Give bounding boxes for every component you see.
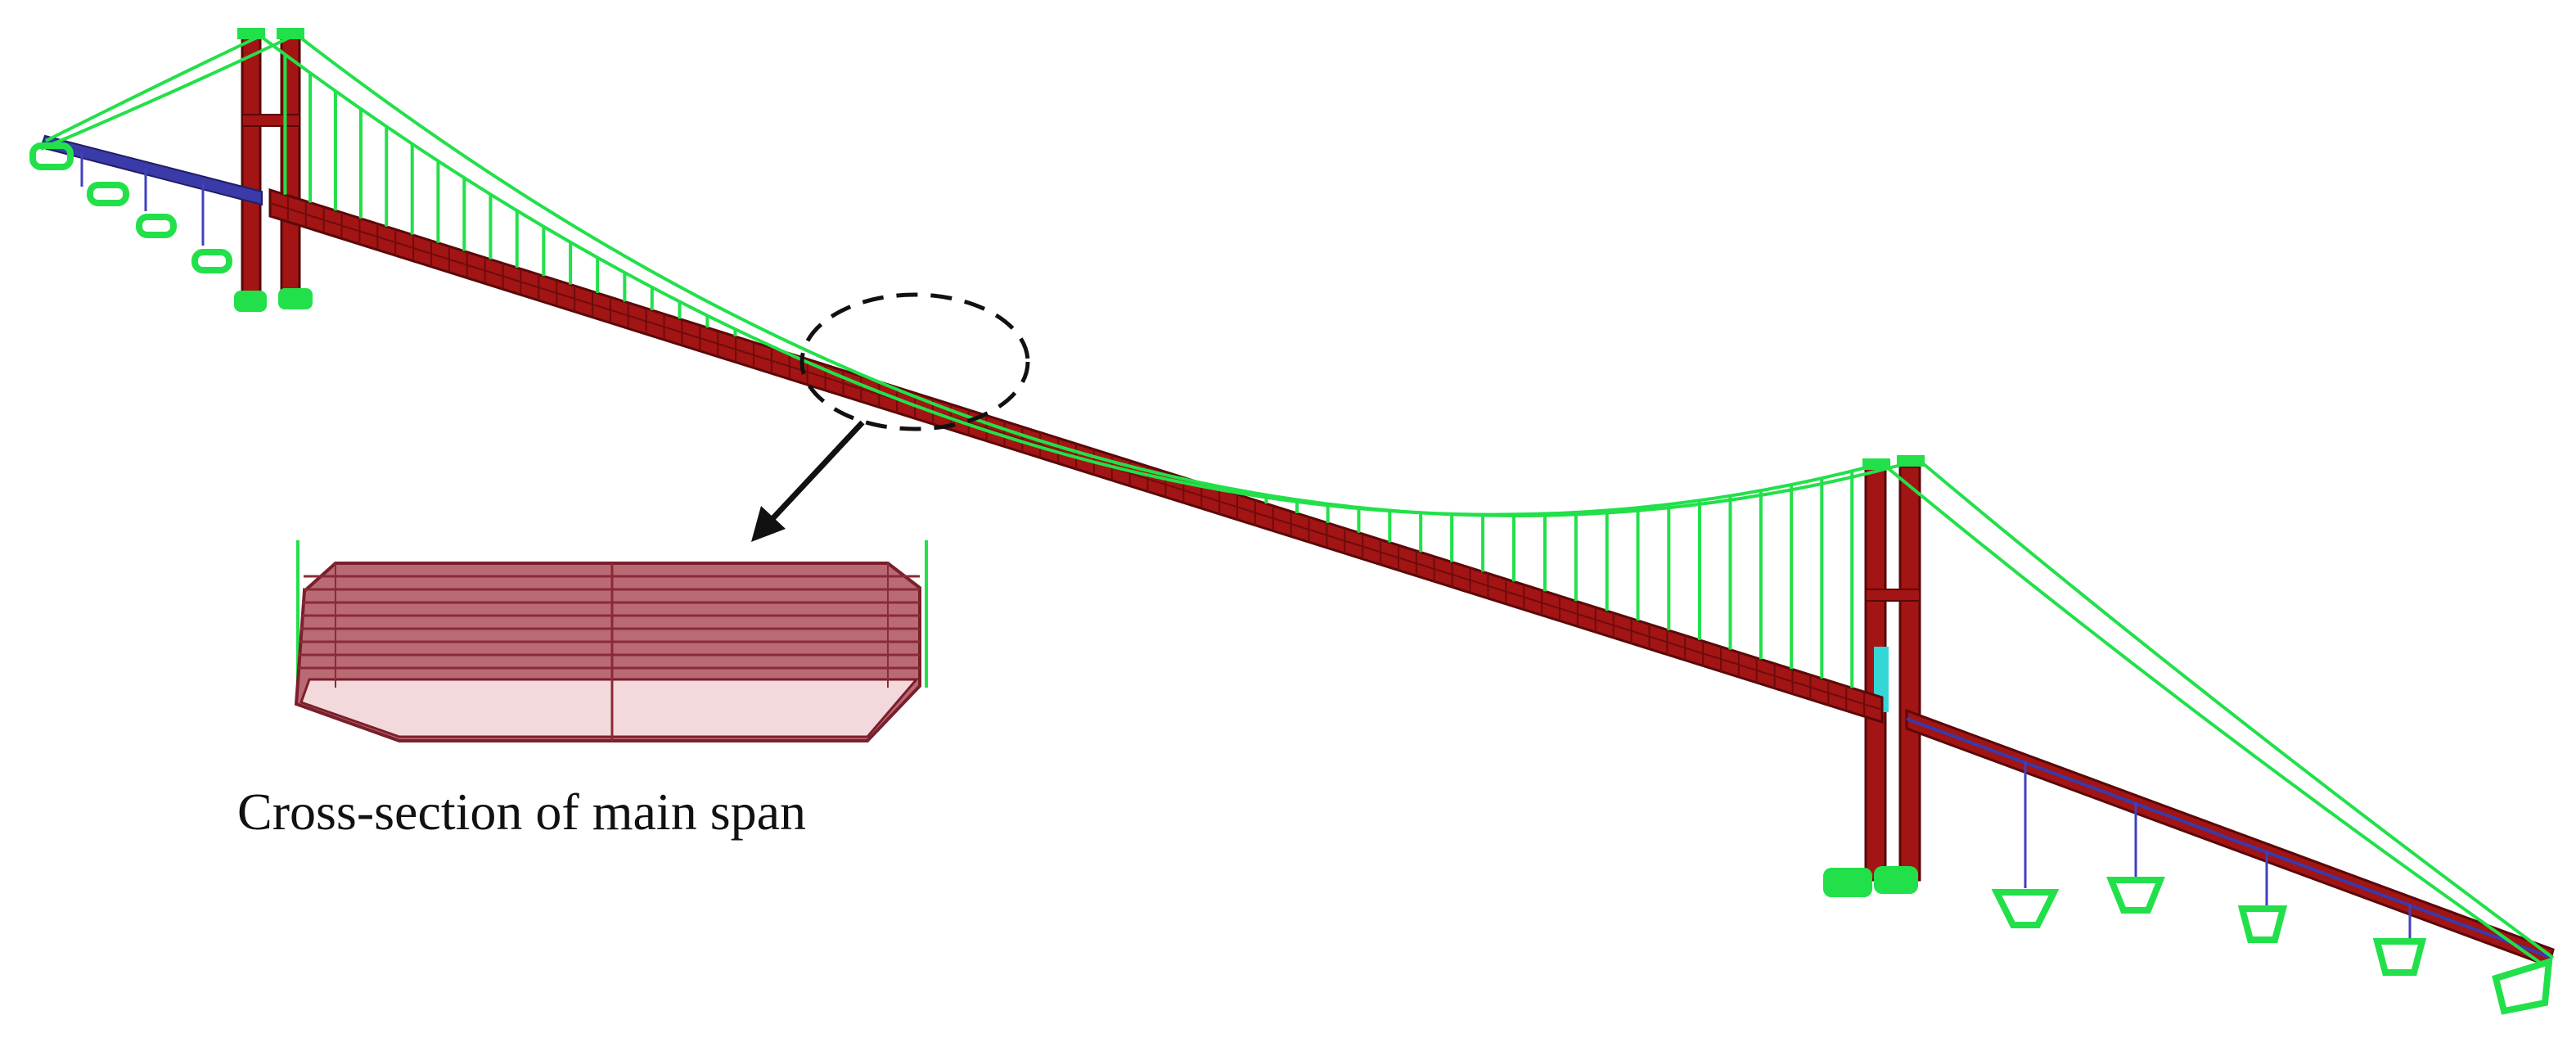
cross-section-caption: Cross-section of main span [237, 783, 806, 841]
right-side-span-deck [1905, 708, 2555, 1015]
left-tower [234, 28, 313, 312]
right-tower [1823, 455, 1925, 897]
left-side-span-deck [29, 134, 263, 273]
callout-arrow [751, 420, 865, 542]
deck-ribs [286, 195, 1866, 718]
cross-section-detail [294, 540, 928, 742]
suspender-cables [283, 54, 1854, 688]
right-pier-supports [1991, 877, 2553, 1015]
detail-ellipse [799, 292, 1030, 431]
main-cables [40, 33, 2555, 968]
